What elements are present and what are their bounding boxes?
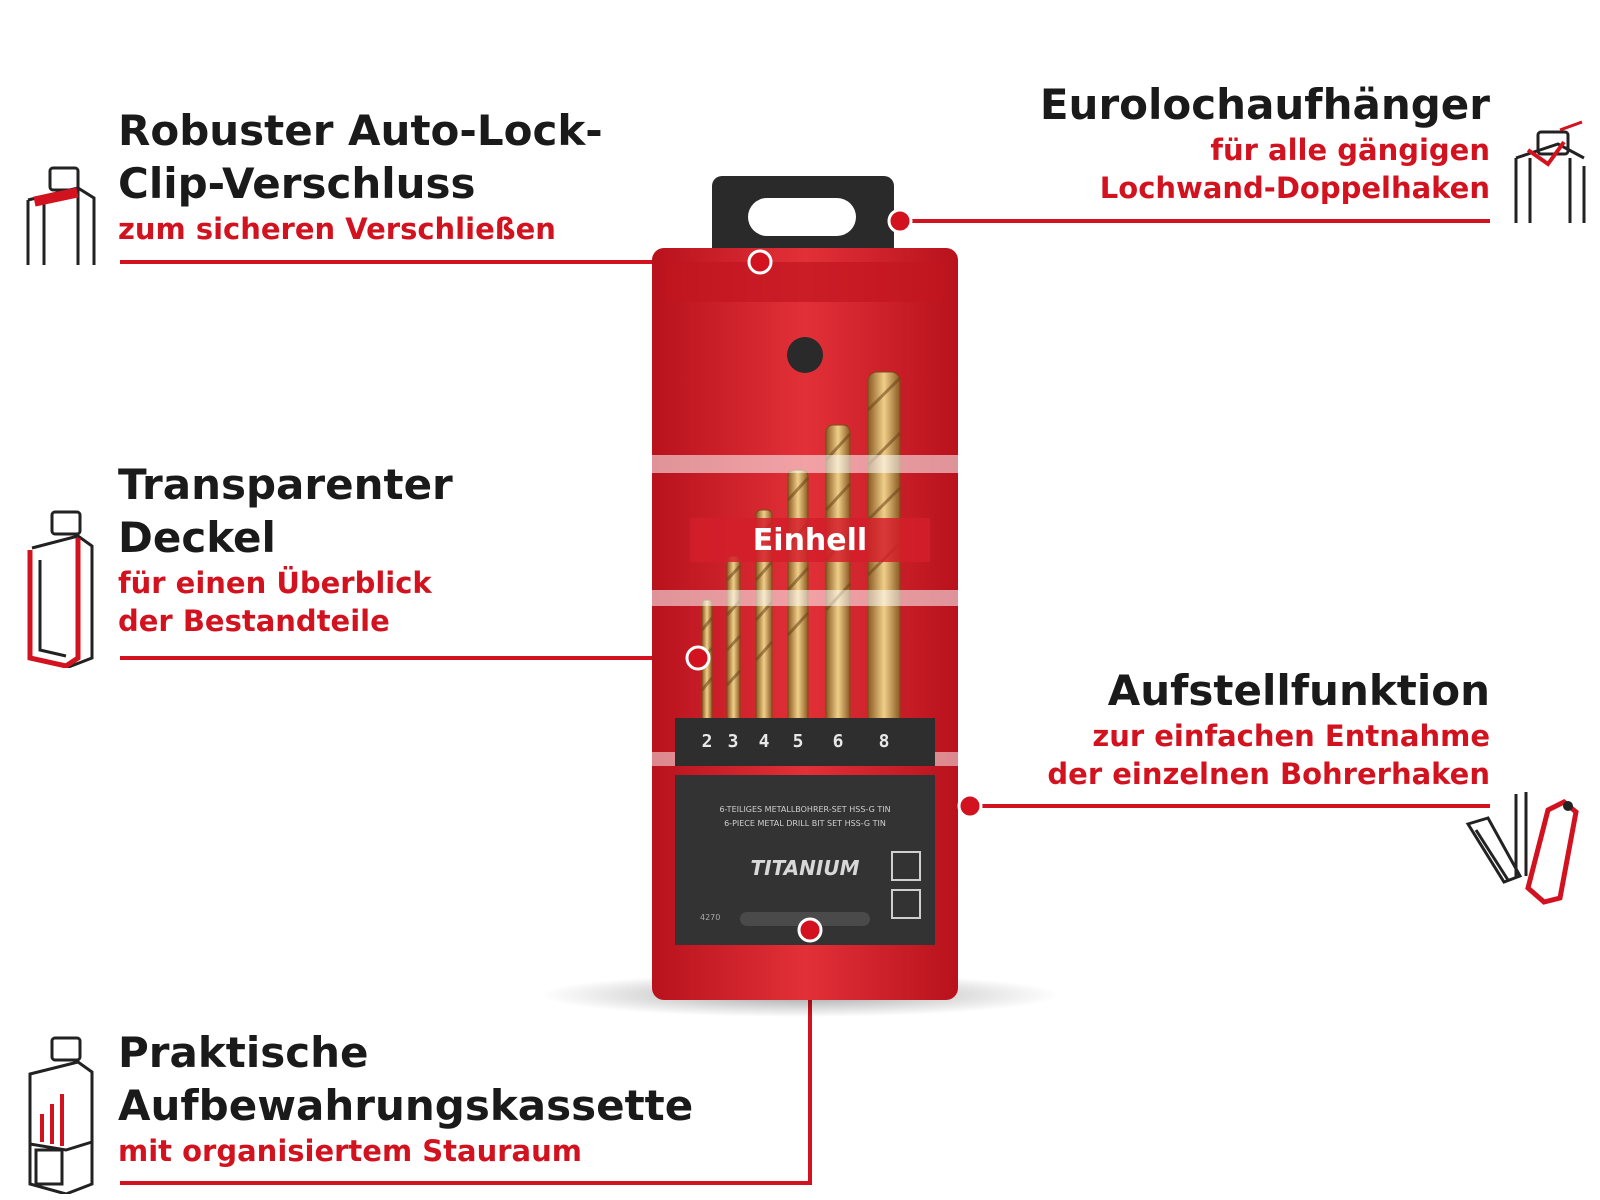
size-label-3: 3 xyxy=(728,731,739,752)
feature-title-line: Aufstellfunktion xyxy=(1107,666,1490,715)
feature-title-line: Aufbewahrungskassette xyxy=(118,1081,694,1130)
feature-subtitle-line: zum sicheren Verschließen xyxy=(118,212,556,246)
clip-lock-icon xyxy=(26,166,96,265)
size-label-4: 4 xyxy=(759,731,770,752)
size-label-8: 8 xyxy=(879,731,890,752)
leader-dot-clip xyxy=(747,249,773,275)
size-label-2: 2 xyxy=(702,731,713,752)
series-label: TITANIUM xyxy=(751,856,860,880)
label-panel: 6-TEILIGES METALLBOHRER-SET HSS-G TIN 6-… xyxy=(675,775,935,945)
size-rack xyxy=(675,718,935,766)
feature-title-line: Eurolochaufhänger xyxy=(1039,80,1490,129)
size-label-5: 5 xyxy=(793,731,804,752)
feature-stand-function: Aufstellfunktion zur einfachen Entnahme … xyxy=(1047,664,1490,793)
feature-subtitle-line: mit organisiertem Stauraum xyxy=(118,1134,582,1168)
feature-title-line: Clip-Verschluss xyxy=(118,159,476,208)
feature-subtitle-line: der Bestandteile xyxy=(118,604,390,638)
brand-band: Einhell xyxy=(690,518,930,562)
feature-title-line: Praktische xyxy=(118,1028,369,1077)
feature-subtitle-line: der einzelnen Bohrerhaken xyxy=(1047,757,1490,791)
feature-subtitle-line: Lochwand-Doppelhaken xyxy=(1099,171,1490,205)
brand-logo: Einhell xyxy=(753,523,867,558)
leader-dot-stand xyxy=(957,793,983,819)
leader-dot-hanger xyxy=(887,208,913,234)
feature-subtitle-line: für einen Überblick xyxy=(118,566,432,600)
size-label-6: 6 xyxy=(833,731,844,752)
label-line-2: 6-PIECE METAL DRILL BIT SET HSS-G TIN xyxy=(724,819,886,828)
stand-function-icon xyxy=(1465,792,1579,905)
feature-transparent-lid: Transparenter Deckel für einen Überblick… xyxy=(118,458,453,640)
leader-dot-lid xyxy=(685,645,711,671)
storage-case-icon xyxy=(28,1036,94,1194)
feature-title-line: Robuster Auto-Lock- xyxy=(118,106,603,155)
euro-hanger-icon xyxy=(1514,120,1586,223)
feature-clip-lock: Robuster Auto-Lock- Clip-Verschluss zum … xyxy=(118,104,603,248)
article-number: 4270 xyxy=(700,913,720,922)
label-line-1: 6-TEILIGES METALLBOHRER-SET HSS-G TIN xyxy=(719,805,890,814)
feature-subtitle-line: zur einfachen Entnahme xyxy=(1092,719,1490,753)
transparent-lid-icon xyxy=(27,510,94,668)
feature-subtitle-line: für alle gängigen xyxy=(1210,133,1490,167)
feature-euro-hanger: Eurolochaufhänger für alle gängigen Loch… xyxy=(1040,78,1490,207)
feature-title-line: Deckel xyxy=(118,513,276,562)
leader-dot-storage xyxy=(797,917,823,943)
feature-storage-case: Praktische Aufbewahrungskassette mit org… xyxy=(118,1026,693,1170)
feature-title-line: Transparenter xyxy=(118,460,453,509)
